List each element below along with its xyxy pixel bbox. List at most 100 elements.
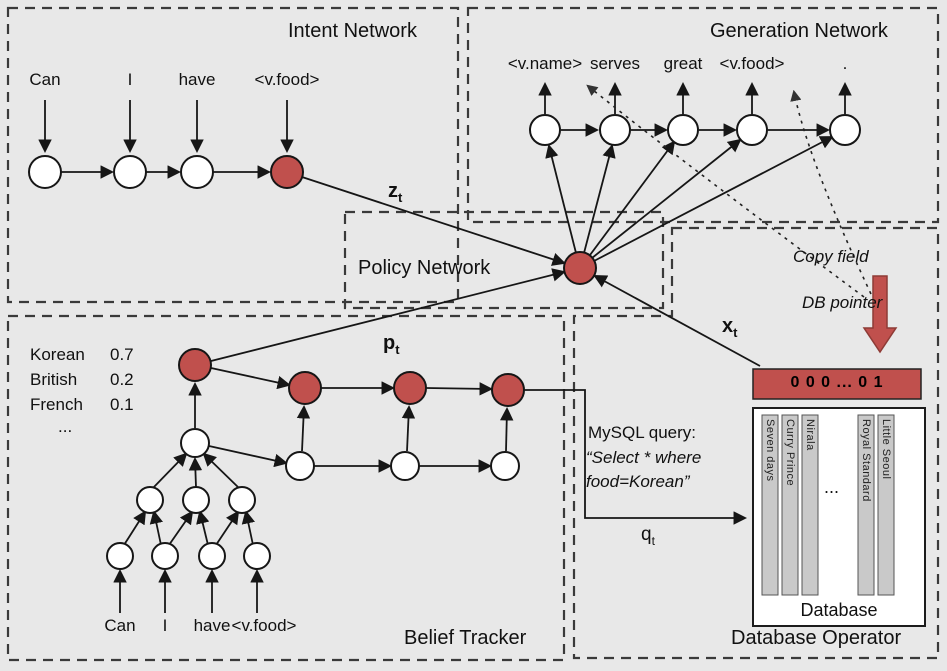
generation-node — [599, 114, 631, 146]
belief-hidden-node — [285, 451, 315, 481]
generation-word: great — [663, 54, 703, 73]
belief-turn-chain-arrows — [188, 367, 514, 473]
database-operator-panel — [572, 226, 940, 660]
generation-word: <v.food> — [719, 54, 785, 73]
intent-network-title: Intent Network — [288, 20, 417, 42]
belief-tree-node — [182, 486, 210, 514]
database-box — [752, 407, 926, 627]
belief-state-node — [178, 348, 212, 382]
mysql-query-heading: MySQL query: — [588, 423, 697, 442]
q-t-label: qt — [641, 524, 655, 549]
belief-word-node — [198, 542, 226, 570]
belief-value-prob: 0.1 — [110, 395, 134, 414]
belief-word: I — [162, 616, 168, 635]
policy-network-title: Policy Network — [358, 257, 491, 279]
copy-field-dotted-arrows — [586, 84, 872, 298]
generation-network-title: Generation Network — [710, 20, 888, 42]
db-pointer-label: DB pointer — [802, 293, 883, 312]
belief-state-node — [288, 371, 322, 405]
generation-node — [529, 114, 561, 146]
generation-node — [829, 114, 861, 146]
x-base: x — [722, 315, 734, 337]
db-pointer-vector — [752, 368, 922, 400]
belief-tree-arrows — [123, 452, 255, 546]
generation-word: . — [842, 54, 848, 73]
database-operator-title: Database Operator — [731, 627, 902, 649]
database-column-label: Nirala — [804, 419, 816, 451]
p-base: p — [383, 332, 396, 354]
belief-value-prob: 0.7 — [110, 345, 134, 364]
belief-word-node — [243, 542, 271, 570]
p-sub: t — [395, 342, 400, 357]
generation-word: <v.name> — [507, 54, 583, 73]
generation-word: serves — [589, 54, 641, 73]
intent-word: Can — [29, 70, 61, 89]
database-columns-ellipsis: ... — [824, 477, 840, 497]
p-t-label: pt — [383, 332, 400, 358]
panel-borders — [6, 6, 940, 662]
q-sub: t — [651, 533, 655, 548]
belief-word: <v.food> — [231, 616, 297, 635]
belief-value-label: British — [30, 370, 78, 389]
intent-node — [180, 155, 214, 189]
generation-node — [667, 114, 699, 146]
intent-word-arrows — [38, 100, 294, 154]
generation-nodes — [529, 114, 861, 146]
mysql-query-line: food=Korean” — [586, 472, 690, 491]
db-pointer-arrow-icon — [862, 275, 898, 354]
belief-to-policy-arrow — [210, 268, 566, 362]
database-column — [761, 414, 779, 596]
intent-word: I — [127, 70, 133, 89]
policy-network-panel — [343, 210, 665, 310]
belief-tracker-title: Belief Tracker — [404, 627, 527, 649]
database-column — [781, 414, 799, 596]
intent-network-panel — [6, 6, 460, 304]
belief-hidden-node — [390, 451, 420, 481]
policy-to-generation-arrows — [545, 136, 834, 262]
db-pointer-to-policy-arrow — [593, 275, 761, 367]
database-column-label: Seven days — [764, 419, 776, 482]
intent-to-policy-arrow — [301, 176, 566, 266]
generation-output-arrows — [538, 81, 852, 114]
intent-node — [28, 155, 62, 189]
database-column — [801, 414, 819, 596]
belief-nodes — [106, 348, 525, 570]
copy-field-label: Copy field — [793, 247, 869, 266]
belief-value-label: French — [30, 395, 83, 414]
belief-ellipsis: ... — [58, 417, 73, 436]
z-sub: t — [398, 190, 403, 205]
belief-tracker-panel — [6, 314, 566, 662]
q-base: q — [641, 524, 652, 545]
belief-to-database-query-arrow — [524, 389, 748, 525]
belief-value-label: Korean — [30, 345, 85, 364]
intent-nodes — [28, 155, 304, 189]
database-column — [857, 414, 875, 596]
database-column-label: Curry Prince — [784, 419, 796, 487]
intent-state-node — [270, 155, 304, 189]
belief-state-node — [393, 371, 427, 405]
database-column-label: Royal Standard — [860, 419, 872, 502]
x-sub: t — [733, 325, 738, 340]
db-pointer-vector-values: 0 0 0 ... 0 1 — [790, 374, 884, 391]
database-label: Database — [800, 600, 878, 620]
z-t-label: zt — [388, 180, 402, 206]
belief-word: Can — [104, 616, 136, 635]
intent-node — [113, 155, 147, 189]
mysql-query-line: “Select * where — [586, 448, 702, 467]
database-column-label: Little Seoul — [880, 419, 892, 480]
belief-tree-node — [136, 486, 164, 514]
database-columns — [761, 414, 895, 596]
database-column — [877, 414, 895, 596]
belief-state-node — [491, 373, 525, 407]
belief-tree-node — [228, 486, 256, 514]
intent-word: have — [178, 70, 216, 89]
generation-network-panel — [466, 6, 940, 224]
belief-word: have — [193, 616, 231, 635]
x-t-label: xt — [722, 315, 737, 341]
belief-word-arrows — [113, 568, 264, 613]
belief-hidden-node — [180, 428, 210, 458]
belief-word-node — [151, 542, 179, 570]
policy-node — [563, 251, 597, 285]
generation-node — [736, 114, 768, 146]
